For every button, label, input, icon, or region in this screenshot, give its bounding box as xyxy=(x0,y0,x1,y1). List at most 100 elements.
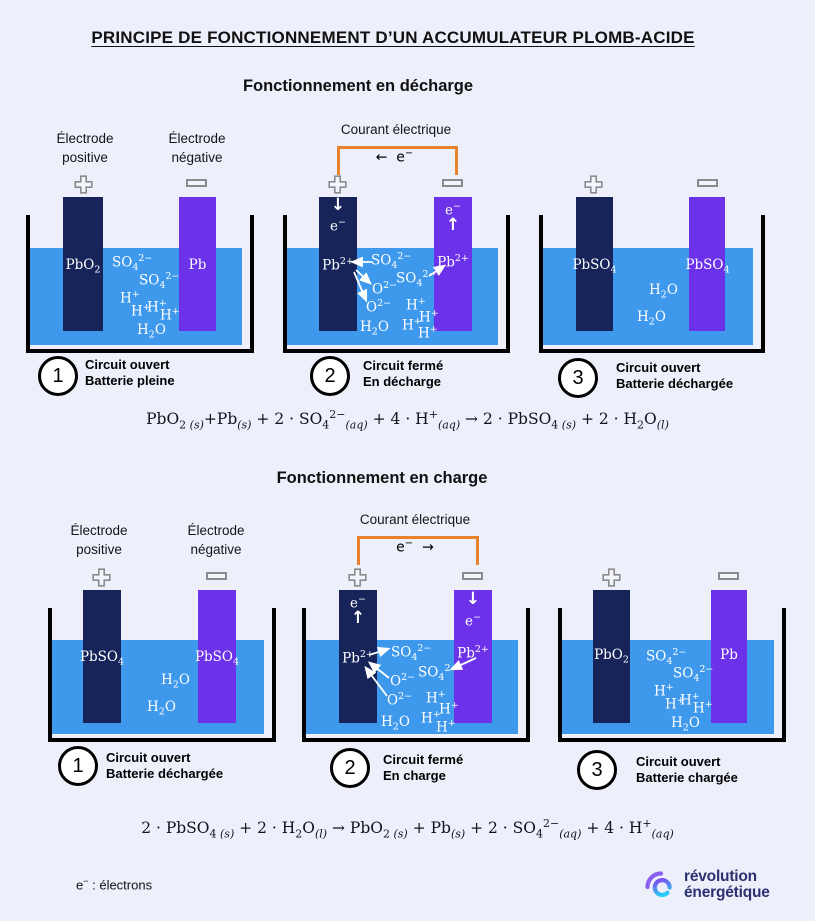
species-label: H+ xyxy=(406,296,426,314)
species-label: H2O xyxy=(161,672,190,691)
ion-label: Pb2+ xyxy=(322,256,354,274)
current-wire xyxy=(357,536,479,565)
page-title: PRINCIPE DE FONCTIONNEMENT D’UN ACCUMULA… xyxy=(91,28,695,47)
species-label: O2− xyxy=(387,691,413,709)
positive-electrode-label: Électrode positive xyxy=(70,523,128,557)
positive-electrode xyxy=(83,590,121,723)
ion-flow-arrows xyxy=(350,256,447,303)
positive-electrode xyxy=(593,590,630,723)
step-number-badge: 1 xyxy=(38,356,78,396)
beaker xyxy=(558,608,786,742)
minus-terminal-icon xyxy=(462,572,483,580)
negative-electrode xyxy=(434,197,472,331)
step-caption-line1: Circuit ouvert xyxy=(636,754,721,769)
species-label: SO42− xyxy=(673,664,714,685)
electron-label: e− xyxy=(445,201,461,219)
species-label: SO42− xyxy=(139,271,180,292)
species-label: H+ xyxy=(693,699,713,717)
step-number-badge: 2 xyxy=(330,748,370,788)
discharge-heading: Fonctionnement en décharge xyxy=(242,77,474,95)
species-label: H+ xyxy=(147,298,167,316)
species-label: H+ xyxy=(665,695,685,713)
species-label: H2O xyxy=(360,319,389,338)
logo-wordmark: révolution énergétique xyxy=(684,869,770,901)
species-label: H2O xyxy=(649,282,678,301)
species-label: SO42− xyxy=(646,647,687,668)
electrode-material-label: PbSO4 xyxy=(685,257,730,276)
species-label: H2O xyxy=(671,715,700,734)
electron-flow-label: ← e− xyxy=(375,148,414,166)
species-label: H+ xyxy=(680,691,700,709)
minus-terminal-icon xyxy=(206,572,227,580)
step-caption-line1: Circuit ouvert xyxy=(85,357,170,372)
current-label: Courant électrique xyxy=(340,122,452,137)
species-label: H+ xyxy=(426,689,446,707)
current-wire xyxy=(337,146,458,175)
plus-terminal-icon xyxy=(92,568,111,587)
step-caption-line2: Batterie déchargée xyxy=(106,765,224,781)
electrode-material-label: Pb xyxy=(720,647,738,663)
electron-flow-label: e− → xyxy=(396,538,434,556)
species-label: H+ xyxy=(436,718,456,736)
species-label: O2− xyxy=(366,298,392,316)
charge-equation: 2 · PbSO4 (s) + 2 · H2O(l) → PbO2 (s) + … xyxy=(141,817,674,841)
beaker xyxy=(539,215,765,353)
logo-line2: énergétique xyxy=(684,884,770,901)
step-caption-line1: Circuit ouvert xyxy=(616,360,701,375)
step-caption-line2: Batterie chargée xyxy=(636,769,738,785)
step-caption: Circuit ouvert Batterie chargée xyxy=(636,754,738,785)
step-caption-line2: En décharge xyxy=(363,373,442,389)
species-label: H+ xyxy=(418,324,438,342)
positive-electrode-label: Électrode positive xyxy=(56,131,114,165)
species-label: SO42− xyxy=(396,269,437,290)
minus-terminal-icon xyxy=(442,179,463,187)
electrode-material-label: PbO2 xyxy=(65,257,101,276)
negative-electrode xyxy=(198,590,236,723)
species-label: SO42− xyxy=(112,253,153,274)
step-caption: Circuit fermé En décharge xyxy=(363,358,443,389)
step-number-badge: 2 xyxy=(310,356,350,396)
positive-electrode xyxy=(63,197,103,331)
step-caption: Circuit fermé En charge xyxy=(383,752,463,783)
species-label: H2O xyxy=(381,714,410,733)
species-label: H2O xyxy=(137,322,166,341)
species-label: SO42− xyxy=(391,643,432,664)
negative-electrode xyxy=(711,590,747,723)
step-caption-line2: En charge xyxy=(383,767,446,783)
step-caption: Circuit ouvert Batterie déchargée xyxy=(616,360,733,391)
species-label: H2O xyxy=(147,699,176,718)
species-label: O2− xyxy=(390,672,416,690)
beaker xyxy=(26,215,254,353)
electrode-material-label: PbO2 xyxy=(594,647,629,666)
species-label: H+ xyxy=(419,308,439,326)
electrode-material-label: PbSO4 xyxy=(79,649,125,668)
logo-line1: révolution xyxy=(684,868,757,885)
electrode-material-label: PbSO4 xyxy=(572,257,617,276)
electron-label: e− xyxy=(465,612,481,630)
species-label: H+ xyxy=(654,682,674,700)
negative-electrode xyxy=(454,590,492,723)
step-caption-line1: Circuit ouvert xyxy=(106,750,191,765)
step-caption-line1: Circuit fermé xyxy=(383,752,464,767)
down-arrow-icon: ↓ xyxy=(330,195,346,215)
ion-flow-arrows xyxy=(364,646,477,697)
negative-electrode xyxy=(179,197,216,331)
positive-electrode xyxy=(339,590,377,723)
beaker xyxy=(283,215,510,353)
species-label: H+ xyxy=(439,700,459,718)
up-arrow-icon: ↑ xyxy=(445,215,461,235)
species-label: H+ xyxy=(160,306,180,324)
minus-terminal-icon xyxy=(186,179,207,187)
plus-terminal-icon xyxy=(74,175,93,194)
step-number-badge: 1 xyxy=(58,746,98,786)
beaker xyxy=(48,608,276,742)
electron-label: e− xyxy=(330,217,346,235)
plus-terminal-icon xyxy=(584,175,603,194)
species-label: H+ xyxy=(131,302,151,320)
plus-terminal-icon xyxy=(348,568,367,587)
species-label: O2− xyxy=(372,280,398,298)
step-caption-line2: Batterie pleine xyxy=(85,372,175,388)
discharge-equation: PbO2 (s)+Pb(s) + 2 · SO42−(aq) + 4 · H+(… xyxy=(146,408,669,432)
species-label: H+ xyxy=(421,709,441,727)
